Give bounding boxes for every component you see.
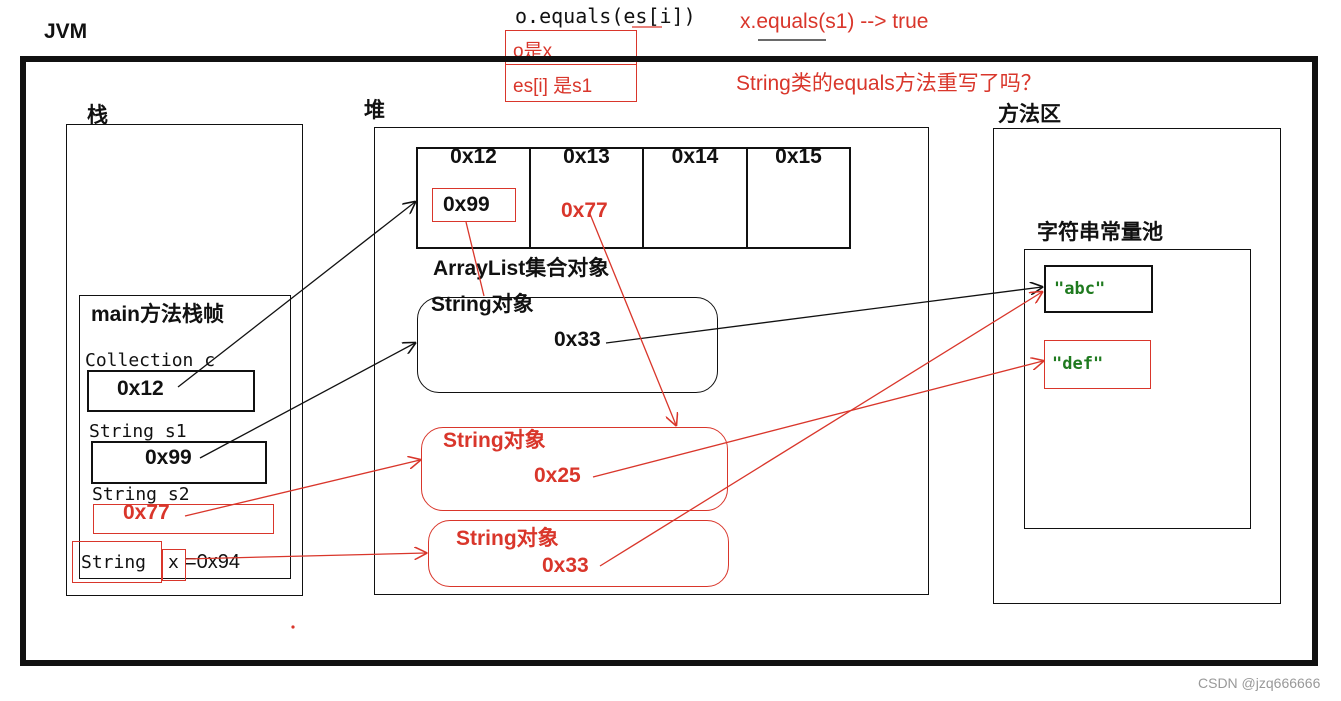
string-object-1-label: String对象 [431,293,534,316]
var-s1-value: 0x99 [145,446,192,469]
string-pool-title: 字符串常量池 [1037,221,1163,244]
var-x-name-box [162,549,186,581]
var-c-box [87,370,255,412]
stack-title: 栈 [87,104,108,127]
var-s2-box [93,504,274,534]
equals-call-text: o.equals(es[i]) [515,4,696,28]
result-text: x.equals(s1) --> true [740,10,929,33]
arrow-s2-to-string2 [184,460,420,517]
var-c-value: 0x12 [117,377,164,400]
def-literal: "def" [1052,354,1104,374]
stray-dot [291,625,295,629]
string-object-2-label: String对象 [443,429,546,452]
cell0-value-box [432,188,516,222]
arrow-cell0-to-string1 [465,221,485,297]
var-s2-value: 0x77 [123,501,170,524]
var-x-type: String [81,552,147,573]
var-c-decl: Collection c [85,350,216,371]
heap-area [374,127,929,595]
abc-literal: "abc" [1054,279,1106,299]
array-cell-3: 0x15 [775,145,822,168]
jvm-frame [20,56,1318,666]
var-x-name: x [168,552,179,573]
arrow-x-to-string3 [184,553,426,559]
cell1-value: 0x77 [561,199,608,222]
array-cell-2: 0x14 [644,145,748,247]
string-object-3-value: 0x33 [542,554,589,577]
arrow-c-to-array [177,202,415,388]
var-x-type-box [72,541,162,583]
string-pool [1024,249,1251,529]
array-cell-1: 0x13 [531,145,644,247]
var-s1-box [91,441,267,484]
arrow-string3-to-abc [599,292,1042,567]
var-x-value: =0x94 [185,551,241,573]
abc-literal-box [1044,265,1153,313]
string-object-3 [428,520,729,587]
watermark: CSDN @jzq666666 [1198,675,1321,691]
arrow-string2-to-def [592,361,1043,478]
heap-title: 堆 [364,99,385,122]
stack-area [66,124,303,596]
cell0-value: 0x99 [443,193,490,216]
note-divider [505,64,637,65]
string-object-3-label: String对象 [456,527,559,550]
note-box [505,30,637,102]
arraylist-label: ArrayList集合对象 [433,257,610,280]
arrow-cell1-to-string2 [589,213,676,425]
method-area-title: 方法区 [998,103,1061,126]
note-es-is-s1: es[i] 是s1 [513,76,593,97]
string-object-2-value: 0x25 [534,464,581,487]
string-object-1-value: 0x33 [554,328,601,351]
method-area [993,128,1281,604]
var-s1-decl: String s1 [89,421,187,442]
main-frame-title: main方法栈帧 [91,303,225,326]
var-s2-decl: String s2 [92,484,190,505]
jvm-label: JVM [44,20,88,43]
array-cell-0: 0x12 [418,145,531,247]
question-text: String类的equals方法重写了吗？ [736,72,1042,95]
arrow-s1-to-string1 [199,343,415,459]
arraylist-array: 0x12 0x13 0x14 0x15 [416,145,851,249]
arrow-string1-to-abc [605,287,1042,344]
